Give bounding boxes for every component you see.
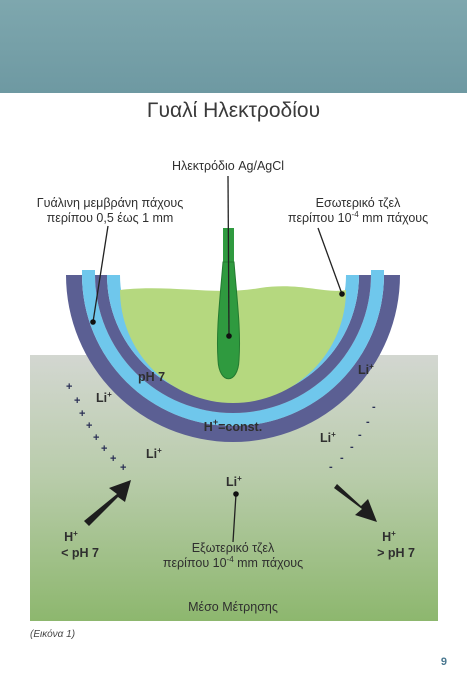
li-label-right: Li+	[358, 362, 374, 377]
svg-text:+: +	[66, 381, 72, 393]
svg-text:-: -	[366, 416, 370, 428]
arrow-in-icon	[84, 480, 131, 526]
h-plus-left: H+	[64, 529, 78, 544]
lt-ph7-label: < pH 7	[61, 546, 99, 560]
svg-text:+: +	[74, 395, 80, 407]
li-label-bottom: Li+	[226, 474, 242, 489]
negative-charges: - - - - - -	[329, 401, 376, 473]
svg-text:-: -	[372, 401, 376, 413]
gt-ph7-label: > pH 7	[377, 546, 415, 560]
svg-text:+: +	[101, 443, 107, 455]
svg-text:+: +	[110, 453, 116, 465]
inner-gel-label-line2: περίπου 10-4 mm πάχους	[288, 210, 428, 225]
figure-caption: (Εικόνα 1)	[30, 629, 76, 640]
outer-gel-label-line2: περίπου 10-4 mm πάχους	[163, 555, 303, 570]
membrane-label-line1: Γυάλινη μεμβράνη πάχους	[37, 196, 184, 210]
svg-text:-: -	[350, 441, 354, 453]
h-plus-right: H+	[382, 529, 396, 544]
membrane-label-line2: περίπου 0,5 έως 1 mm	[47, 211, 174, 225]
svg-text:-: -	[358, 429, 362, 441]
header-band	[0, 0, 467, 93]
li-label-left-lower: Li+	[146, 446, 162, 461]
svg-text:+: +	[86, 420, 92, 432]
li-label-right-lower: Li+	[320, 430, 336, 445]
inner-gel-label-line1: Εσωτερικό τζελ	[316, 196, 401, 210]
ph7-inner-label: pH 7	[138, 370, 165, 384]
svg-text:+: +	[79, 408, 85, 420]
page-title: Γυαλί Ηλεκτροδίου	[146, 99, 321, 122]
h-const-label: H+=const.	[204, 417, 262, 434]
positive-charges: + + + + + + + +	[66, 381, 126, 474]
arrow-out-icon	[334, 484, 377, 522]
measurement-medium-label: Μέσο Μέτρησης	[188, 600, 278, 614]
outer-gel-label-line1: Εξωτερικό τζελ	[192, 541, 275, 555]
svg-text:+: +	[93, 432, 99, 444]
svg-text:-: -	[340, 452, 344, 464]
svg-text:+: +	[120, 462, 126, 474]
li-label-left: Li+	[96, 390, 112, 405]
electrode-label: Ηλεκτρόδιο Ag/AgCl	[172, 159, 284, 173]
page-number: 9	[440, 656, 447, 668]
svg-text:-: -	[329, 461, 333, 473]
